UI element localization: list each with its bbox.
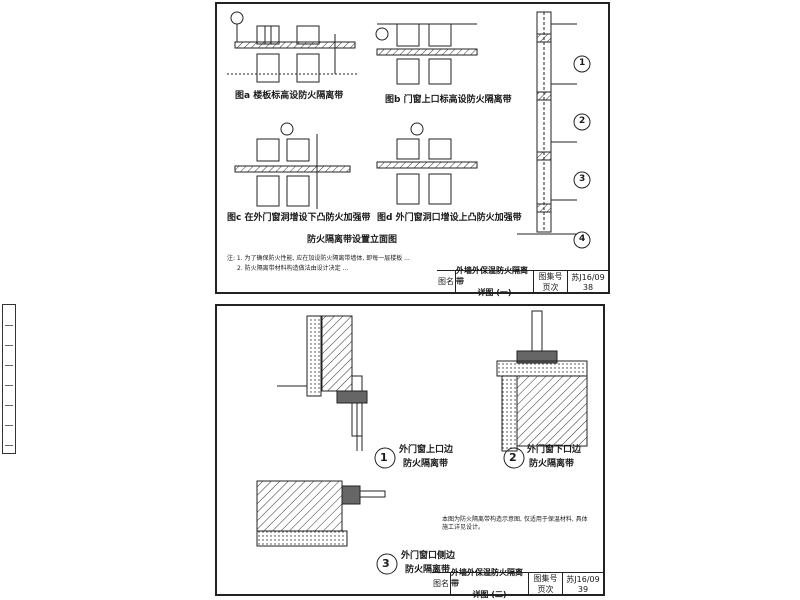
value-cell: 苏J16/09 38: [567, 271, 608, 292]
detail-3-subtitle: 防火隔离带: [405, 565, 451, 575]
callout-2: 2: [579, 116, 586, 126]
atlas-no-bottom: 苏J16/09: [566, 574, 600, 584]
figure-b-caption: 图b 门窗上口标高设防火隔离带: [385, 95, 512, 105]
bottom-sheet-linework: [256, 310, 588, 575]
title-text-cell: 外墙外保温防火隔离带 详图 (一): [455, 266, 533, 297]
title-label: 图名: [438, 277, 454, 286]
figure-c-caption: 图c 在外门窗洞增设下凸防火加强带: [227, 213, 371, 223]
figure-a-drawing: [227, 11, 357, 83]
page-label-bottom: 页次: [537, 584, 554, 594]
atlas-label: 图集号: [538, 271, 563, 281]
main-caption: 防火隔离带设置立面图: [307, 235, 398, 245]
detail-1-number: 1: [380, 451, 388, 464]
title-text-bottom: 外墙外保温防火隔离带: [451, 568, 523, 588]
figure-c-drawing: [234, 122, 351, 209]
detail-1-subtitle: 防火隔离带: [403, 459, 449, 469]
drawing-sheet-top: 图a 楼板标高设防火隔离带 图b 门窗上口标高设防火隔离带 图c 在外门窗洞增设…: [215, 2, 610, 297]
note-line-1: 注: 1. 为了确保防火性能, 应在加设防火隔离带墙体, 即每一层楼板 ...: [227, 255, 410, 262]
title-text: 外墙外保温防火隔离带: [456, 266, 528, 286]
page-label: 页次: [542, 282, 559, 292]
title-sub: 详图 (一): [477, 288, 512, 297]
detail-2-subtitle: 防火隔离带: [529, 459, 575, 469]
detail-2-drawing: [496, 310, 588, 452]
title-text-cell-bottom: 外墙外保温防火隔离带 详图 (二): [450, 568, 528, 599]
signature-strip: [2, 304, 16, 454]
callout-4: 4: [579, 234, 586, 244]
detail-3-number: 3: [382, 557, 390, 570]
atlas-label-bottom: 图集号: [533, 573, 558, 583]
page-no-bottom: 39: [577, 584, 589, 594]
title-sub-bottom: 详图 (二): [472, 590, 507, 599]
title-label-bottom: 图名: [433, 579, 449, 588]
bottom-note: 本图为防火隔离带构造示意图, 仅适用于保温材料, 具体施工详见设计。: [442, 516, 588, 532]
detail-1-title: 外门窗上口边: [399, 445, 454, 455]
callout-3: 3: [579, 174, 586, 184]
title-block-bottom: 图名 外墙外保温防火隔离带 详图 (二) 图集号 页次 苏J16/09 39: [432, 568, 603, 599]
top-sheet-linework: [227, 11, 591, 249]
detail-2-title: 外门窗下口边: [527, 445, 582, 455]
page-no: 38: [582, 282, 594, 292]
label-cell-bottom: 图集号 页次: [528, 573, 562, 594]
label-cell: 图集号 页次: [533, 271, 567, 292]
detail-3-title: 外门窗口侧边: [401, 551, 456, 561]
figure-a-caption: 图a 楼板标高设防火隔离带: [235, 91, 344, 101]
figure-b-drawing: [375, 23, 478, 85]
detail-3-drawing: [256, 480, 386, 547]
value-cell-bottom: 苏J16/09 39: [562, 573, 603, 594]
figure-d-caption: 图d 外门窗洞口增设上凸防火加强带: [377, 213, 522, 223]
detail-2-number: 2: [509, 451, 517, 464]
wall-elevation-section: [517, 11, 591, 249]
atlas-no: 苏J16/09: [571, 272, 605, 282]
figure-d-drawing: [376, 122, 478, 205]
callout-1: 1: [579, 58, 586, 68]
note-line-2: 2. 防火隔离带材料构造做法由设计决定 ...: [237, 265, 349, 272]
drawing-sheet-bottom: 1 外门窗上口边 防火隔离带 2 外门窗下口边 防火隔离带 3 外门窗口侧边 防…: [215, 304, 605, 599]
detail-1-drawing: [277, 315, 368, 451]
title-block-top: 图名 外墙外保温防火隔离带 详图 (一) 图集号 页次 苏J16/09 38: [437, 266, 608, 297]
